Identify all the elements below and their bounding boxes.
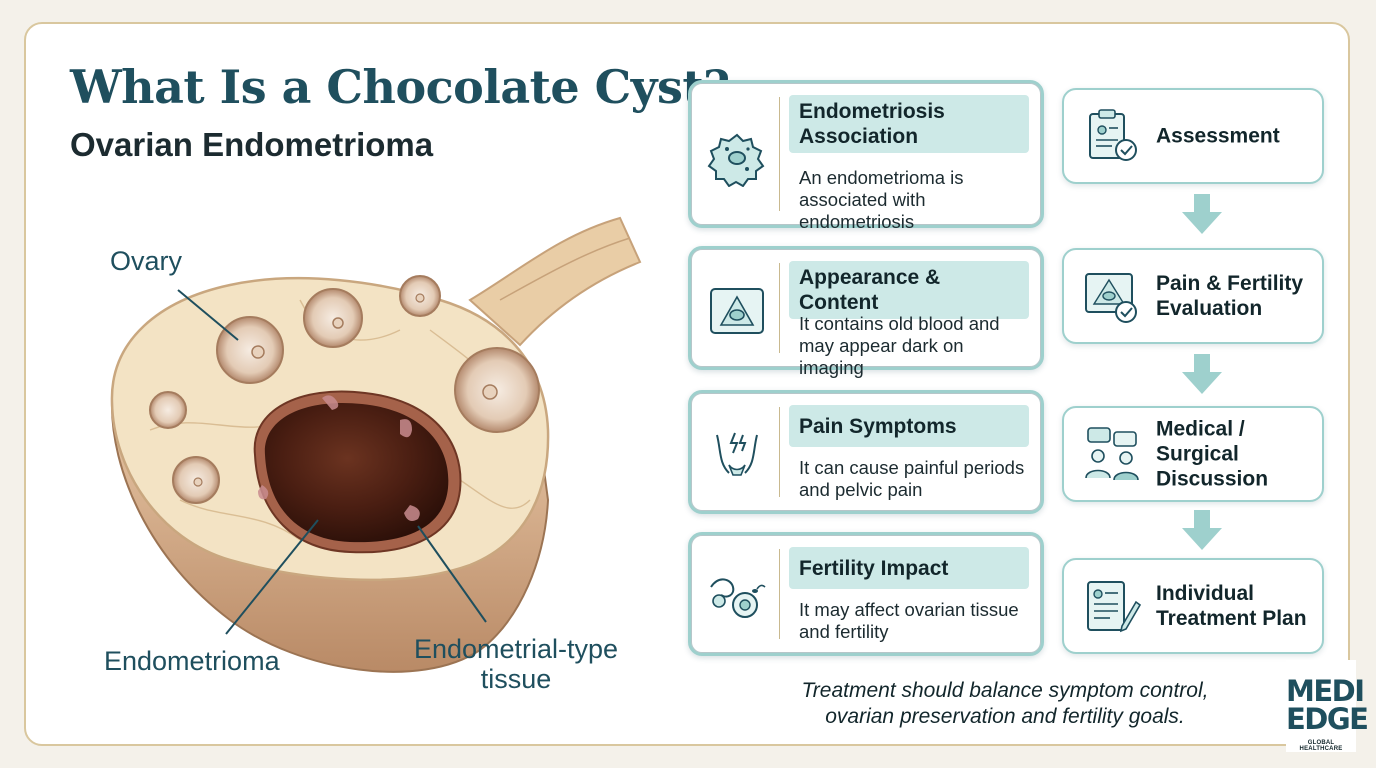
ultrasound-icon bbox=[710, 288, 764, 334]
logo-tagline: GLOBAL HEALTHCARE bbox=[1299, 740, 1343, 752]
ovary-cross-section-illustration bbox=[110, 216, 642, 673]
card-divider bbox=[779, 549, 780, 639]
step-pain-fertility-evaluation: Pain & Fertility Evaluation bbox=[1062, 248, 1324, 344]
cell-icon bbox=[707, 133, 765, 187]
card-body: It can cause painful periods and pelvic … bbox=[799, 457, 1025, 500]
card-endometriosis-association: Endometriosis Association An endometriom… bbox=[688, 80, 1044, 232]
card-divider bbox=[779, 407, 780, 497]
pelvic-pain-icon bbox=[716, 432, 758, 476]
card-pain-symptoms: Pain Symptoms It can cause painful perio… bbox=[688, 390, 1044, 514]
label-endometrioma: Endometrioma bbox=[104, 646, 280, 676]
card-heading: Pain Symptoms bbox=[789, 405, 1029, 447]
card-heading: Appearance & Content bbox=[789, 261, 1029, 319]
clipboard-check-icon bbox=[1089, 109, 1137, 161]
card-body: An endometrioma is associated with endom… bbox=[799, 167, 964, 232]
logo-line2: EDGE bbox=[1286, 702, 1369, 736]
step-label: Individual Treatment Plan bbox=[1156, 582, 1307, 630]
card-divider bbox=[779, 263, 780, 353]
arrow-down-icon bbox=[1182, 354, 1222, 394]
logo-line1: MEDI bbox=[1286, 674, 1365, 708]
card-fertility-impact: Fertility Impact It may affect ovarian t… bbox=[688, 532, 1044, 656]
ultrasound-check-icon bbox=[1085, 273, 1137, 323]
arrow-down-icon bbox=[1182, 194, 1222, 234]
card-divider bbox=[779, 97, 780, 211]
card-appearance-content: Appearance & Content It contains old blo… bbox=[688, 246, 1044, 378]
brand-logo: MEDI EDGE GLOBAL HEALTHCARE bbox=[1286, 660, 1369, 752]
card-heading: Endometriosis Association bbox=[789, 95, 1029, 153]
fertility-icon bbox=[710, 578, 766, 618]
page-subtitle: Ovarian Endometrioma bbox=[70, 126, 434, 163]
card-body: It contains old blood and may appear dar… bbox=[799, 313, 1000, 378]
step-label: Pain & Fertility Evaluation bbox=[1156, 272, 1304, 320]
step-label: Assessment bbox=[1156, 124, 1280, 148]
step-individual-treatment-plan: Individual Treatment Plan bbox=[1062, 558, 1324, 654]
label-tissue-line2: tissue bbox=[480, 664, 552, 694]
treatment-note: Treatment should balance symptom control… bbox=[801, 679, 1209, 728]
step-medical-surgical-discussion: Medical / Surgical Discussion bbox=[1062, 406, 1324, 502]
document-pen-icon bbox=[1087, 581, 1142, 633]
doctor-patient-discussion-icon bbox=[1085, 427, 1139, 481]
card-heading: Fertility Impact bbox=[789, 547, 1029, 589]
step-assessment: Assessment bbox=[1062, 88, 1324, 184]
page-title: What Is a Chocolate Cyst? bbox=[70, 60, 730, 114]
step-label: Medical / Surgical Discussion bbox=[1156, 417, 1269, 491]
card-body: It may affect ovarian tissue and fertili… bbox=[799, 599, 1019, 642]
label-tissue-line1: Endometrial-type bbox=[413, 634, 619, 664]
arrow-down-icon bbox=[1182, 510, 1222, 550]
label-endometrial-type-tissue: Endometrial-type tissue bbox=[408, 634, 624, 694]
label-ovary: Ovary bbox=[110, 246, 183, 276]
